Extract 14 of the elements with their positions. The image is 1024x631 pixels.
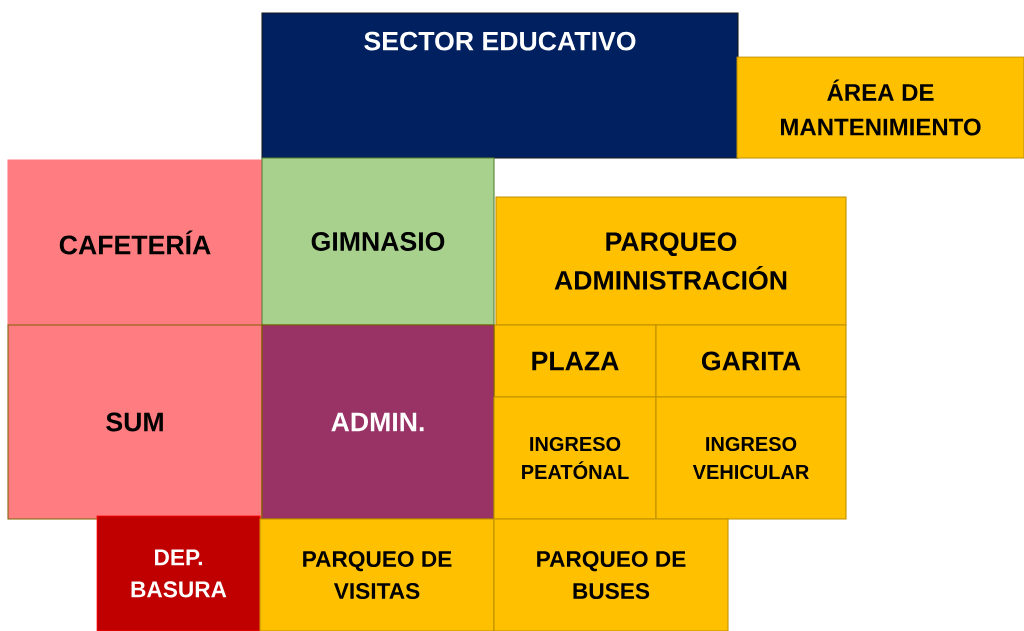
zone-box: CAFETERÍA: [7, 159, 263, 326]
zone-box: INGRESO PEATÓNAL: [493, 396, 657, 520]
zone-box: ADMIN.: [261, 324, 495, 520]
zone-box: PARQUEO DE BUSES: [493, 518, 729, 631]
zone-box: SUM: [7, 324, 263, 520]
zone-box: ÁREA DE MANTENIMIENTO: [736, 56, 1024, 159]
zone-box: GIMNASIO: [261, 157, 495, 326]
zone-box: DEP. BASURA: [96, 515, 261, 631]
zone-box: GARITA: [655, 324, 847, 398]
node-label: PARQUEO DE VISITAS: [303, 550, 452, 600]
zone-box: PLAZA: [493, 324, 657, 398]
zone-box: SECTOR EDUCATIVO: [261, 12, 739, 159]
zone-box: PARQUEO DE VISITAS: [259, 518, 495, 631]
zone-box: INGRESO VEHICULAR: [655, 396, 847, 520]
